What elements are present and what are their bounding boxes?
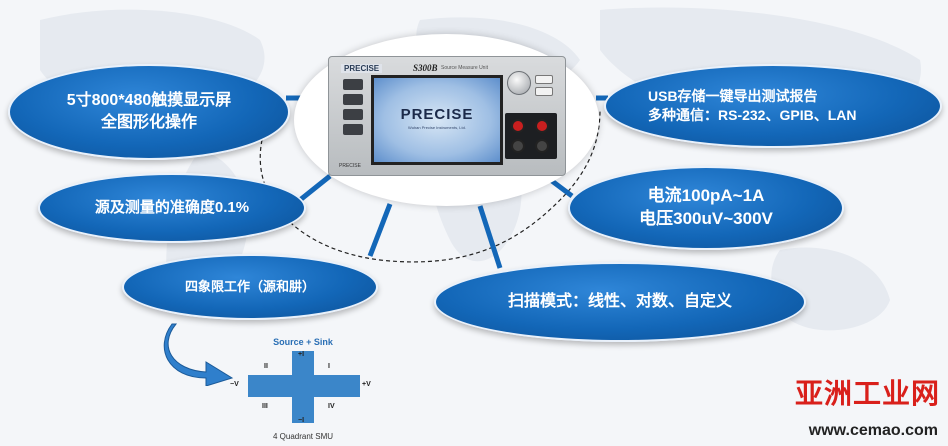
- feature-accuracy-line-1: 源及测量的准确度0.1%: [94, 198, 250, 216]
- terminal-black-icon: [535, 139, 549, 153]
- feature-quadrant: 四象限工作（源和肼）: [122, 254, 378, 320]
- device-button-3: [343, 109, 363, 120]
- feature-accuracy: 源及测量的准确度0.1%: [38, 173, 306, 243]
- feature-usb-line-2: 多种通信：RS-232、GPIB、LAN: [648, 107, 857, 123]
- quadrant-label-4: IV: [328, 403, 335, 410]
- quadrant-minus-v: −V: [230, 381, 239, 388]
- feature-range-line-1: 电流100pA~1A: [647, 186, 765, 206]
- device-button-2: [343, 94, 363, 105]
- device-foot-label: PRECISE: [339, 163, 361, 169]
- quadrant-label-1: I: [328, 363, 330, 370]
- device-model-sub: Source Measure Unit: [441, 65, 488, 71]
- device-model: S300B: [413, 63, 438, 73]
- quadrant-caption: 4 Quadrant SMU: [272, 432, 334, 441]
- device-logo: PRECISE: [341, 64, 383, 73]
- device-knob-button-2: [535, 87, 553, 96]
- feature-range-line-2: 电压300uV~300V: [639, 209, 773, 228]
- quadrant-plus-v: +V: [362, 381, 371, 388]
- device-knob-button-1: [535, 75, 553, 84]
- device-screen-brand: PRECISE: [400, 106, 474, 123]
- watermark-name: 亚洲工业网: [794, 377, 940, 410]
- terminal-red-icon: [511, 119, 525, 133]
- quadrant-label-3: III: [262, 403, 268, 410]
- feature-usb: USB存储一键导出测试报告 多种通信：RS-232、GPIB、LAN: [604, 64, 942, 148]
- device-screen-sub: Wuhan Precise Instruments, Ltd.: [408, 125, 466, 130]
- feature-range: 电流100pA~1A 电压300uV~300V: [568, 166, 844, 250]
- feature-display-line-1: 5寸800*480触摸显示屏: [66, 92, 232, 110]
- terminal-black-icon: [511, 139, 525, 153]
- curved-arrow-icon: [163, 323, 234, 386]
- terminal-panel: [505, 113, 557, 159]
- quadrant-label-2: II: [264, 363, 268, 370]
- terminal-red-icon: [535, 119, 549, 133]
- device-screen: PRECISE Wuhan Precise Instruments, Ltd.: [371, 75, 503, 165]
- feature-scan: 扫描模式：线性、对数、自定义: [434, 262, 806, 342]
- device-button-4: [343, 124, 363, 135]
- watermark-url: www.cemao.com: [808, 422, 938, 439]
- feature-display: 5寸800*480触摸显示屏 全图形化操作: [8, 64, 290, 160]
- feature-quadrant-line-1: 四象限工作（源和肼）: [184, 279, 315, 295]
- feature-display-line-2: 全图形化操作: [100, 114, 197, 131]
- feature-usb-line-1: USB存储一键导出测试报告: [648, 88, 818, 105]
- smu-device: PRECISE S300B Source Measure Unit PRECIS…: [328, 56, 566, 176]
- feature-scan-line-1: 扫描模式：线性、对数、自定义: [507, 293, 732, 311]
- device-button-1: [343, 79, 363, 90]
- rotary-knob-icon: [507, 71, 531, 95]
- quadrant-minus-i: −I: [298, 417, 305, 424]
- quadrant-cross-vertical: [292, 351, 314, 423]
- quadrant-plus-i: +I: [298, 351, 305, 358]
- quadrant-title: Source + Sink: [273, 337, 333, 347]
- quadrant-diagram: Source + Sink +I −I +V −V I II III IV 4 …: [228, 337, 378, 441]
